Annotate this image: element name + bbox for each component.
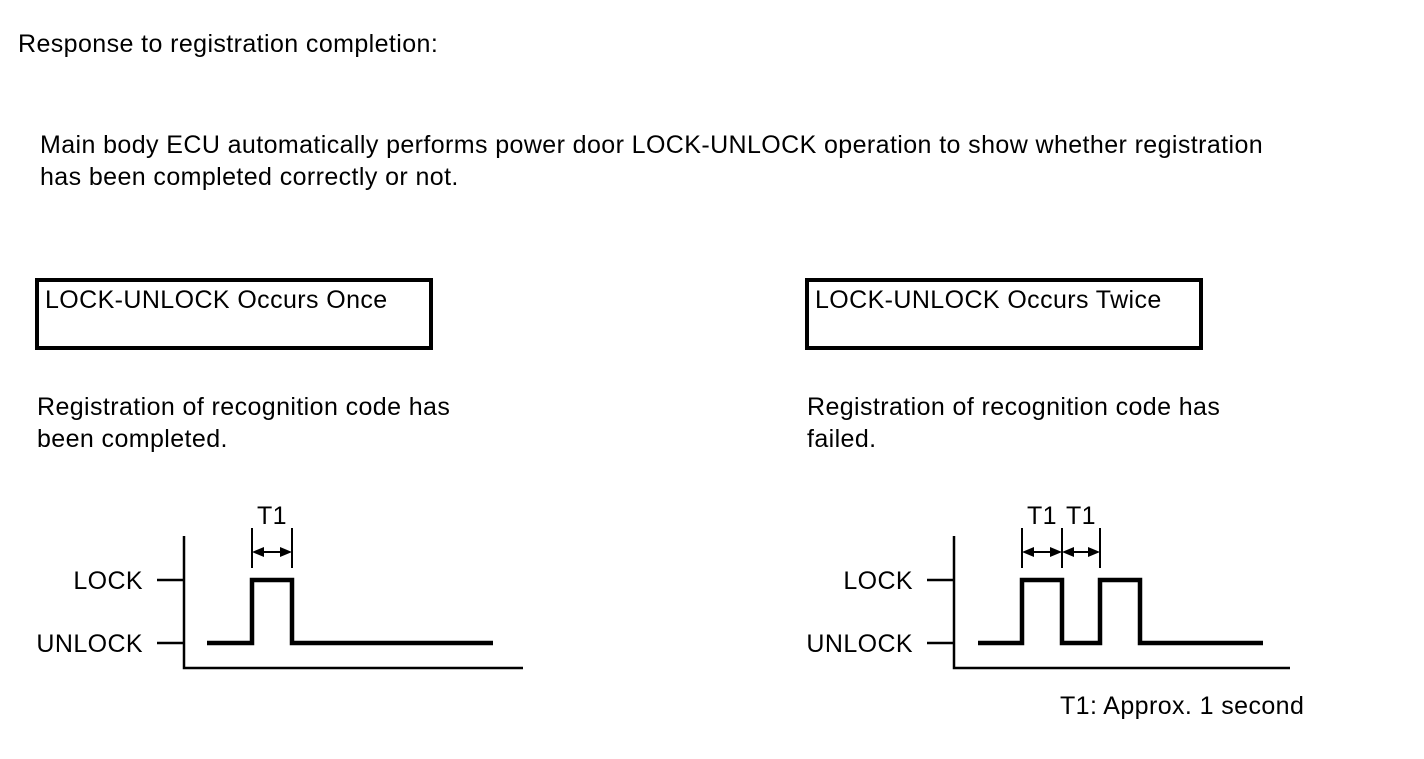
result-box-once-label: LOCK-UNLOCK Occurs Once <box>45 286 388 314</box>
unlock-label: UNLOCK <box>806 630 913 658</box>
description-twice: Registration of recognition code has fai… <box>807 393 1221 453</box>
waveform-double-pulse <box>978 577 1263 646</box>
intro-paragraph: Main body ECU automatically performs pow… <box>40 131 1264 191</box>
timing-diagram-twice: LOCK UNLOCK T1 T1 <box>806 502 1290 670</box>
description-once: Registration of recognition code has bee… <box>37 393 451 453</box>
axis-lines <box>952 536 1290 670</box>
arrow-head-left-icon <box>1062 547 1074 557</box>
result-box-twice-label: LOCK-UNLOCK Occurs Twice <box>815 286 1162 314</box>
arrow-head-left-icon <box>252 547 264 557</box>
arrow-head-left-icon <box>1022 547 1034 557</box>
axis-lines <box>182 536 523 670</box>
timing-diagram-once: LOCK UNLOCK T1 <box>36 502 523 670</box>
arrow-head-right-icon <box>1050 547 1062 557</box>
t1-label-second: T1 <box>1066 502 1096 530</box>
arrow-head-right-icon <box>280 547 292 557</box>
result-box-twice: LOCK-UNLOCK Occurs Twice <box>805 278 1203 350</box>
t1-footnote: T1: Approx. 1 second <box>1060 692 1305 720</box>
result-box-once: LOCK-UNLOCK Occurs Once <box>35 278 433 350</box>
arrow-head-right-icon <box>1088 547 1100 557</box>
unlock-label: UNLOCK <box>36 630 143 658</box>
page-title: Response to registration completion: <box>18 30 439 58</box>
lock-label: LOCK <box>73 567 143 595</box>
lock-label: LOCK <box>843 567 913 595</box>
t1-label: T1 <box>257 502 287 530</box>
waveform-single-pulse <box>207 577 493 646</box>
t1-label-first: T1 <box>1027 502 1057 530</box>
